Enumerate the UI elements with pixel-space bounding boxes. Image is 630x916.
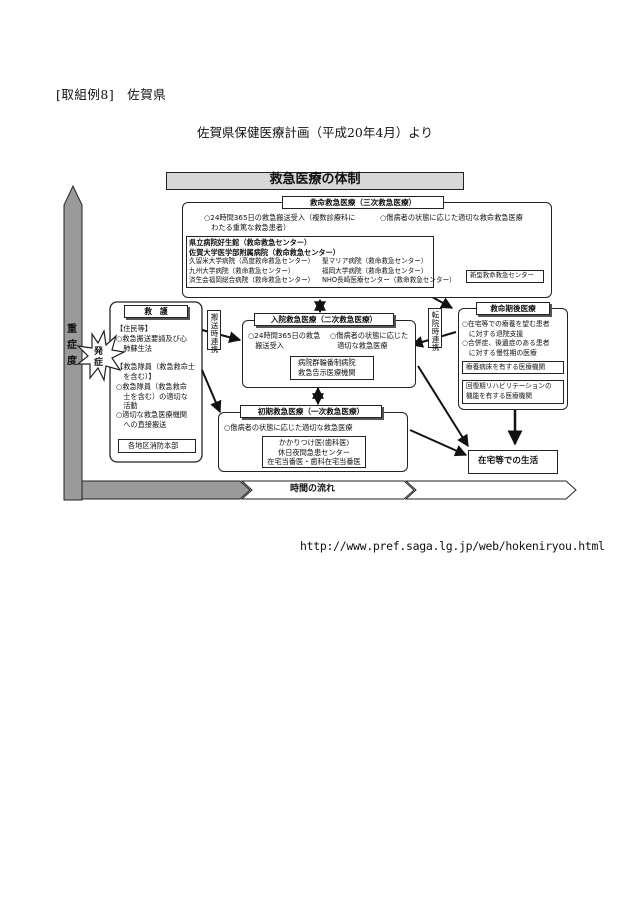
recovery-facility-2-box (462, 380, 564, 404)
transfer-coordination-label: 転院時連携 (431, 311, 440, 352)
transfer-coordination-box (428, 308, 442, 348)
diagram-title: 救急医療の体制 (269, 172, 361, 187)
subtitle: 佐賀県保健医療計画（平成20年4月）より (196, 125, 434, 140)
recovery-facility-2: 回復期リハビリテーションの 機能を有する医療機関 (466, 382, 552, 400)
tertiary-hospitals-box (186, 236, 434, 288)
new-center-box (466, 270, 544, 283)
rescue-region (109, 301, 203, 463)
transport-coordination-label: 搬送時連携 (210, 313, 219, 354)
tertiary-item-1: ○24時間365日の救急搬送受入（複数診療科に わたる重篤な救急患者） (204, 213, 356, 232)
severity-axis-arrow (63, 184, 83, 501)
time-axis-arrow-grey (81, 480, 251, 500)
secondary-facility-box (290, 356, 374, 380)
fire-dept-box (118, 439, 196, 453)
tertiary-hospital-heading: 県立病院好生館（救命救急センター） 佐賀大学医学部附属病院（救命救急センター） (189, 238, 340, 257)
transport-coordination-box (207, 310, 221, 350)
tertiary-hospitals-left: 久留米大学病院（高度救命救急センター） 九州大学病院（救命救急センター） 済生会… (189, 257, 315, 285)
primary-facility-box (262, 436, 366, 468)
case-label: [取組例8] 佐賀県 (56, 87, 167, 102)
fire-dept-label: 各地区消防本部 (128, 441, 179, 450)
primary-facility: かかりつけ医(歯科医) 休日夜間急患センター 在宅当番医・歯科在宅当番医 (267, 438, 361, 467)
secondary-facility: 病院群輪番制病院 救急告示医療機関 (298, 358, 356, 377)
primary-header: 初期救急医療（一次救急医療） (240, 405, 382, 418)
recovery-item-2: ○合併症、後遺症のある患者 に対する慢性期の医療 (462, 339, 550, 357)
rescue-residents-label: 【住民等】 (116, 324, 152, 333)
rescue-crew-item-2: ○適切な救急医療機関 への直接搬送 (116, 410, 187, 429)
recovery-header: 救命期後医療 (476, 302, 550, 315)
home-life-box (468, 450, 558, 474)
rescue-residents-item: ○救急搬送要請及び心 肺蘇生法 (116, 334, 187, 353)
time-axis-chevron-1 (240, 480, 415, 500)
primary-item: ○傷病者の状態に応じた適切な救急医療 (224, 423, 353, 432)
tertiary-hospitals-right: 聖マリア病院（救命救急センター） 福岡大学病院（救命救急センター） NHO長崎医… (322, 257, 456, 285)
onset-label: 発 症 (94, 347, 104, 368)
secondary-item-1: ○24時間365日の救急 搬送受入 (248, 331, 321, 350)
rescue-crew-label: 【救急隊員（救急救命士 を含む）】 (116, 362, 196, 381)
home-life-label: 在宅等での生活 (478, 456, 539, 466)
recovery-item-1: ○在宅等での療養を望む患者 に対する退院支援 (462, 320, 550, 338)
diagram-title-bar (166, 172, 464, 190)
time-axis-chevron-2 (404, 480, 577, 500)
tertiary-item-2: ○傷病者の状態に応じた適切な救命救急医療 (380, 213, 523, 222)
tertiary-header: 救命救急医療（三次救急医療） (282, 196, 444, 209)
onset-burst (76, 329, 126, 382)
secondary-item-2: ○傷病者の状態に応じた 適切な救急医療 (330, 331, 409, 350)
recovery-facility-1: 療養病床を有する医療機関 (466, 363, 546, 371)
rescue-header: 救 護 (124, 305, 188, 318)
secondary-header: 入院救急医療（二次救急医療） (254, 313, 394, 326)
new-center-label: 新型救命救急センター (470, 271, 534, 279)
time-axis-label: 時間の流れ (290, 484, 336, 494)
rescue-crew-item-1: ○救急隊員（救急救命 士を含む）の適切な 活動 (116, 382, 188, 411)
source-url: http://www.pref.saga.lg.jp/web/hokeniryo… (300, 539, 605, 553)
severity-axis-label: 重 症 度 (67, 324, 77, 367)
recovery-facility-1-box (462, 361, 564, 374)
